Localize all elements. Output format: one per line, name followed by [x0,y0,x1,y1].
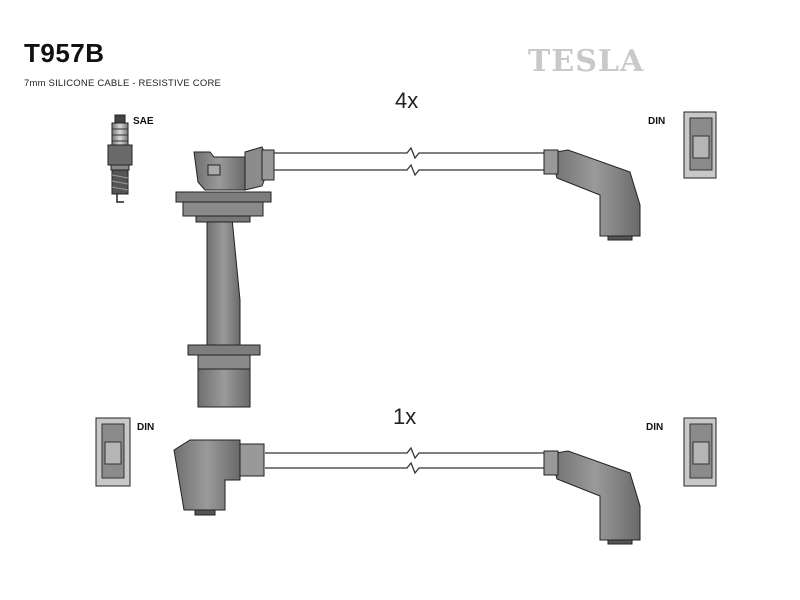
din-terminal-icon [683,111,717,179]
bottom-cable-wire [265,446,548,475]
qty-top: 4x [395,88,418,113]
sae-label: SAE [133,116,154,127]
part-code: T957B [24,38,105,68]
din-label-top-right: DIN [648,116,665,127]
angled-boot-icon [543,149,641,241]
top-cable-wire [274,146,548,177]
qty-bottom: 1x [393,404,416,429]
din-terminal-left-icon [95,417,131,487]
spark-plug-icon [107,114,133,203]
cable-description: 7mm SILICONE CABLE - RESISTIVE CORE [24,78,222,89]
brand-logo: TESLA [528,44,645,79]
din-label-bottom-left: DIN [137,422,154,433]
straight-boot-icon [173,439,265,516]
coil-boot-icon [175,146,275,408]
din-label-bottom-right: DIN [646,422,663,433]
din-terminal-right-icon [683,417,717,487]
angled-boot-bottom-icon [543,450,641,545]
